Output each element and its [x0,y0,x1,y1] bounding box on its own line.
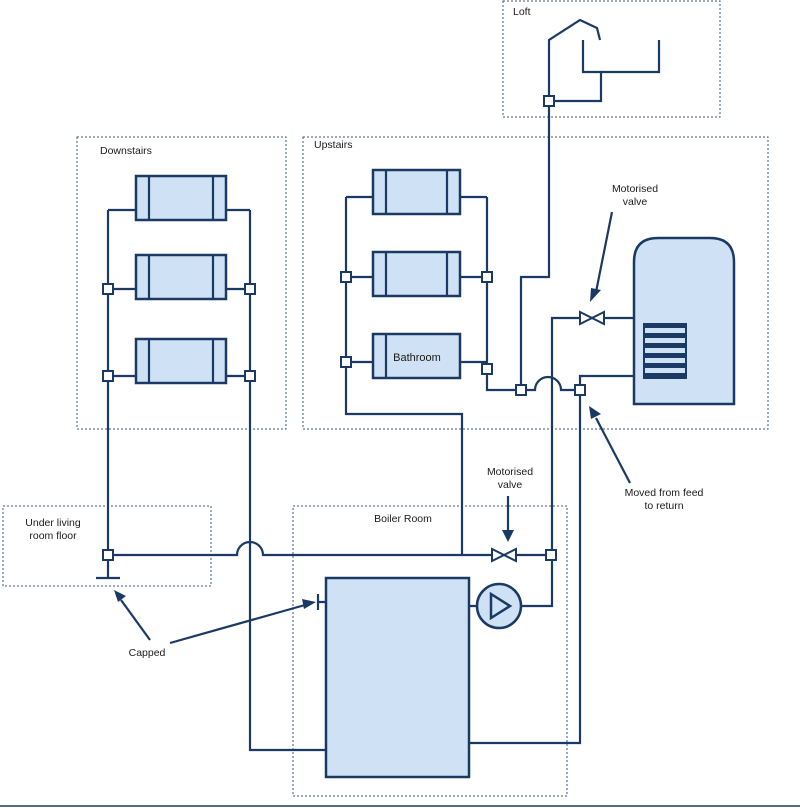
label-moved-1: Moved from feed [625,487,704,499]
pipe-main-feed [108,540,551,557]
pipe-loft-vent [519,101,551,390]
node-down-left-2 [102,283,114,295]
node-up-left-3 [340,356,352,368]
pipe-cylinder-return [578,374,641,390]
label-motorised-valve-bottom-2: valve [498,479,523,491]
pipe-loft-tank-feed [549,40,603,103]
node-down-right-3 [244,370,256,382]
zone-upstairs [302,136,769,430]
pipe-boiler-return [470,390,582,745]
radiator-bathroom [371,332,462,380]
pump [475,582,523,630]
cylinder-coil [643,323,687,379]
motorised-valve-cylinder [579,310,605,326]
node-under-floor [102,549,114,561]
zone-boiler-room [292,505,568,797]
label-motorised-valve-bottom-1: Motorised [487,466,533,478]
zone-label-loft: Loft [513,6,531,18]
node-down-right-2 [244,283,256,295]
label-motorised-valve-top-1: Motorised [612,183,658,195]
pipe-cylinder-feed [521,375,580,392]
zones [2,0,769,797]
node-moved-return [574,384,586,396]
pipe-downstairs-right-riser [248,210,330,752]
zone-label-under-floor-2: room floor [29,530,77,542]
label-capped: Capped [129,647,166,659]
zone-label-downstairs: Downstairs [100,145,152,157]
zone-downstairs [76,136,287,430]
node-down-left-3 [102,370,114,382]
radiator-downstairs-2 [134,253,228,301]
zone-label-upstairs: Upstairs [314,139,353,151]
node-return-upstairs [515,384,527,396]
label-motorised-valve-top-2: valve [623,196,648,208]
radiator-upstairs-1 [371,168,462,216]
label-moved-2: to return [644,500,683,512]
pipe-loft-top [547,18,602,101]
zone-loft [502,0,721,118]
pipe-upstairs-right-riser [485,197,521,392]
junction-nodes [102,95,586,561]
radiator-upstairs-2 [371,250,462,298]
motorised-valve-boiler [491,547,517,563]
node-up-left-2 [340,271,352,283]
radiator-downstairs-1 [134,174,228,222]
zone-label-under-floor-1: Under living [25,517,81,529]
boiler [324,576,471,779]
radiator-downstairs-3 [134,337,228,385]
radiator-bathroom-label: Bathroom [393,352,441,364]
node-up-right-3 [481,363,493,375]
pump-icon [489,591,513,621]
pipe-loft-overflow [601,40,661,74]
annotation-arrows [114,211,631,645]
node-up-right-2 [481,271,493,283]
node-loft [543,95,555,107]
pipe-upstairs-left-riser [344,197,464,555]
pipe-cylinder-valve-line [550,316,641,555]
zone-label-boiler-room: Boiler Room [374,513,432,525]
node-boiler-room-valve [545,549,557,561]
hot-water-cylinder [632,236,736,406]
